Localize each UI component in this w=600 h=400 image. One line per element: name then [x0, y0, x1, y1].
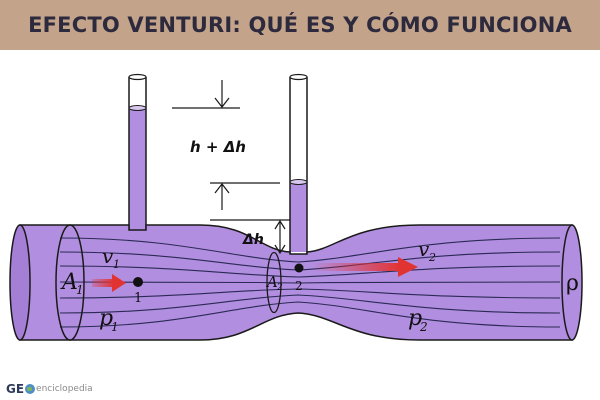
cross-section-a1: [55, 224, 85, 341]
svg-text:A: A: [60, 270, 78, 295]
site-logo[interactable]: GE enciclopedia: [6, 381, 93, 397]
left-manometer-tube: [128, 73, 147, 230]
pressure-1-label: p 1: [99, 306, 119, 334]
area-1-label: A 1: [60, 270, 84, 297]
svg-text:2: 2: [419, 320, 428, 334]
svg-text:p: p: [408, 306, 422, 331]
flow-arrow-2: [312, 257, 418, 277]
velocity-2-label: v 2: [418, 237, 436, 264]
area-2-label: A 2: [265, 273, 283, 293]
right-manometer-tube: [289, 73, 308, 254]
page-title: EFECTO VENTURI: QUÉ ES Y CÓMO FUNCIONA: [28, 13, 572, 37]
delta-h-label: Δh: [242, 232, 264, 248]
point-1-label: 1: [134, 291, 142, 306]
globe-icon: [25, 384, 36, 394]
height-dimension: [172, 80, 290, 255]
flow-arrow-1: [92, 274, 126, 292]
right-end-cap: [561, 224, 583, 341]
title-banner: EFECTO VENTURI: QUÉ ES Y CÓMO FUNCIONA: [0, 0, 600, 50]
density-label: ρ: [566, 271, 579, 296]
svg-text:p: p: [99, 306, 113, 331]
point-2-label: 2: [295, 279, 303, 293]
pressure-2-label: p 2: [408, 306, 428, 334]
point-1-marker: [133, 277, 143, 287]
velocity-1-label: v 1: [102, 244, 120, 271]
svg-text:2: 2: [428, 251, 436, 264]
svg-text:v: v: [102, 244, 114, 268]
logo-subtext: enciclopedia: [36, 384, 93, 394]
svg-text:1: 1: [111, 320, 119, 334]
height-total-label: h + Δh: [190, 138, 246, 156]
svg-text:A: A: [265, 273, 278, 291]
point-2-marker: [294, 263, 304, 273]
cross-section-a2: [266, 251, 282, 314]
svg-text:2: 2: [276, 283, 283, 293]
svg-text:1: 1: [113, 258, 120, 271]
logo-text: GE: [6, 382, 25, 396]
svg-text:1: 1: [76, 283, 84, 297]
venturi-diagram: h + Δh Δh A 1 A 2 v 1 v 2 p 1 p 2 1 2 ρ: [9, 73, 583, 341]
svg-text:v: v: [418, 237, 430, 261]
left-end-cap: [9, 224, 31, 341]
